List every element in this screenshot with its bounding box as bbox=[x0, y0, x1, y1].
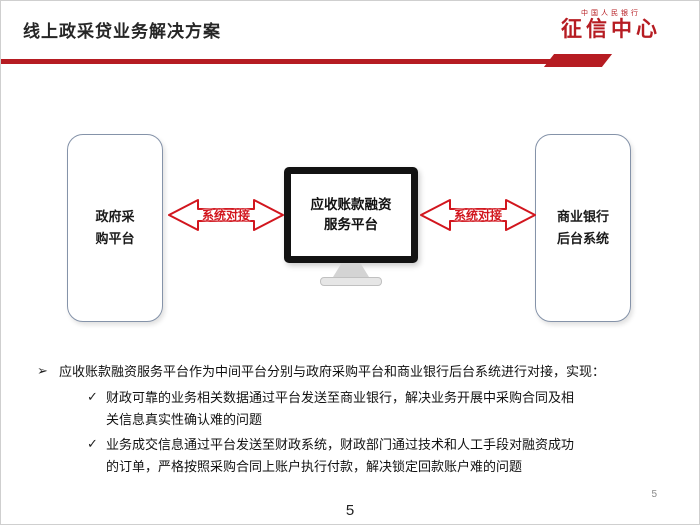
page-title: 线上政采贷业务解决方案 bbox=[23, 22, 221, 41]
bullet-section: ➢ 应收账款融资服务平台作为中间平台分别与政府采购平台和商业银行后台系统进行对接… bbox=[37, 361, 673, 481]
main-bullet-text: 应收账款融资服务平台作为中间平台分别与政府采购平台和商业银行后台系统进行对接，实… bbox=[59, 364, 606, 379]
page-number: 5 bbox=[345, 502, 355, 519]
check-bullet-icon: ✓ bbox=[87, 436, 98, 452]
sub-bullet-2-text: 业务成交信息通过平台发送至财政系统，财政部门通过技术和人工手段对融资成功的订单，… bbox=[106, 437, 575, 474]
double-arrow-shape bbox=[420, 199, 536, 231]
government-procurement-platform-label: 政府采购平台 bbox=[95, 208, 135, 246]
arrow-bullet-icon: ➢ bbox=[37, 363, 48, 378]
left-double-arrow-icon: 系统对接 bbox=[167, 197, 285, 233]
sub-bullet-list: ✓ 财政可靠的业务相关数据通过平台发送至商业银行，解决业务开展中采购合同及相关信… bbox=[37, 387, 673, 477]
commercial-bank-backend-box: 商业银行后台系统 bbox=[535, 134, 631, 322]
org-logo-main-text: 征信中心 bbox=[561, 17, 661, 41]
monitor-icon: 应收账款融资服务平台 bbox=[284, 167, 418, 286]
financing-service-platform-label: 应收账款融资服务平台 bbox=[310, 196, 392, 232]
right-double-arrow-icon: 系统对接 bbox=[419, 197, 537, 233]
main-bullet: ➢ 应收账款融资服务平台作为中间平台分别与政府采购平台和商业银行后台系统进行对接… bbox=[37, 361, 673, 382]
corner-page-number: 5 bbox=[651, 489, 657, 500]
monitor-stand bbox=[333, 263, 369, 277]
org-logo: 中国人民银行 征信中心 bbox=[561, 8, 661, 41]
right-arrow-label: 系统对接 bbox=[453, 208, 503, 223]
monitor-base bbox=[320, 277, 382, 286]
title-underline bbox=[1, 59, 559, 64]
commercial-bank-backend-label: 商业银行后台系统 bbox=[556, 208, 609, 246]
left-arrow-label: 系统对接 bbox=[201, 208, 251, 223]
monitor-screen: 应收账款融资服务平台 bbox=[284, 167, 418, 263]
check-bullet-icon: ✓ bbox=[87, 389, 98, 405]
government-procurement-platform-box: 政府采购平台 bbox=[67, 134, 163, 322]
double-arrow-shape bbox=[168, 199, 284, 231]
org-logo-top-text: 中国人民银行 bbox=[581, 10, 641, 17]
sub-bullet-1: ✓ 财政可靠的业务相关数据通过平台发送至商业银行，解决业务开展中采购合同及相关信… bbox=[87, 387, 673, 430]
title-underline-dash bbox=[543, 54, 613, 67]
sub-bullet-2: ✓ 业务成交信息通过平台发送至财政系统，财政部门通过技术和人工手段对融资成功的订… bbox=[87, 434, 673, 477]
sub-bullet-1-text: 财政可靠的业务相关数据通过平台发送至商业银行，解决业务开展中采购合同及相关信息真… bbox=[106, 390, 575, 427]
